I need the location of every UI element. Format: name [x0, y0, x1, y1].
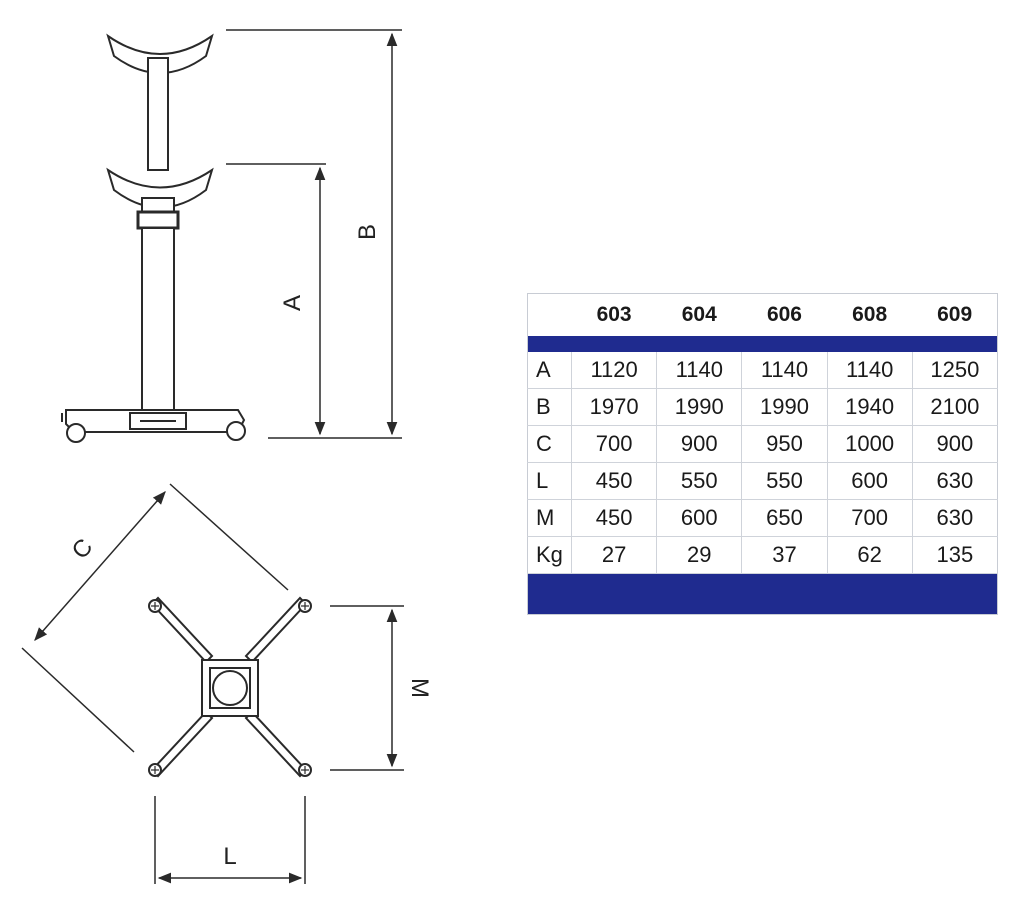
- dimension-b-label: B: [354, 224, 381, 240]
- table-cell: 900: [911, 425, 998, 463]
- column-header: 604: [681, 303, 717, 326]
- table-cell: 29: [656, 536, 742, 574]
- row-label: B: [527, 388, 572, 426]
- row-label: C: [527, 425, 572, 463]
- table-cell: 1990: [656, 388, 742, 426]
- dimension-m-label: M: [406, 678, 433, 698]
- dimension-m: [330, 605, 404, 771]
- dimension-a: [226, 163, 402, 439]
- table-cell: 630: [911, 499, 998, 537]
- table-header-row: 603 604 606 608 609: [528, 294, 998, 337]
- table-band-top: [527, 336, 998, 352]
- dimension-c-label: C: [67, 534, 99, 565]
- table-cell: 1140: [656, 352, 742, 389]
- leg-top-right: [244, 596, 308, 664]
- table-cell: 900: [656, 425, 742, 463]
- column-header: 603: [596, 303, 632, 326]
- wheel-left: [66, 423, 86, 443]
- leg-bottom-right: [244, 710, 308, 778]
- table-cell: 1000: [826, 425, 913, 463]
- table-row: L 450 550 550 600 630: [527, 462, 998, 500]
- collar-lock: [136, 210, 180, 230]
- spec-table: 603 604 606 608 609 A 1120 1140 1140 114…: [527, 293, 998, 615]
- row-label: L: [527, 462, 572, 500]
- table-cell: 450: [570, 462, 657, 500]
- table-cell: 37: [741, 536, 828, 574]
- table-cell: 1140: [826, 352, 913, 389]
- column-socket: [212, 670, 248, 706]
- table-cell: 600: [826, 462, 913, 500]
- table-cell: 450: [570, 499, 657, 537]
- table-cell: 1940: [826, 388, 913, 426]
- header-corner: [528, 294, 572, 337]
- lower-column: [141, 227, 175, 414]
- table-row: C 700 900 950 1000 900: [527, 425, 998, 463]
- table-cell: 550: [656, 462, 742, 500]
- lower-saddle: [106, 167, 214, 209]
- dimension-l-label: L: [223, 843, 236, 870]
- collar: [141, 197, 175, 213]
- table-cell: 950: [741, 425, 828, 463]
- row-label: M: [527, 499, 572, 537]
- table-cell: 1990: [741, 388, 828, 426]
- wheel-right: [226, 421, 246, 441]
- dimension-b: [226, 29, 402, 436]
- table-cell: 27: [570, 536, 657, 574]
- table-cell: 550: [741, 462, 828, 500]
- base-top-view: [148, 596, 312, 778]
- column-header: 609: [937, 303, 973, 326]
- stand-side-view: [61, 33, 246, 443]
- dimension-l: [154, 796, 306, 884]
- table-cell: 1970: [570, 388, 657, 426]
- table-row: Kg 27 29 37 62 135: [527, 536, 998, 574]
- table-cell: 2100: [911, 388, 998, 426]
- table-cell: 62: [826, 536, 913, 574]
- table-band-bottom: [527, 573, 998, 615]
- table-row: B 1970 1990 1990 1940 2100: [527, 388, 998, 426]
- table-cell: 1140: [741, 352, 828, 389]
- table-cell: 650: [741, 499, 828, 537]
- table-cell: 700: [570, 425, 657, 463]
- dimension-c: [21, 483, 289, 753]
- table-cell: 1120: [570, 352, 657, 389]
- row-label: Kg: [527, 536, 572, 574]
- row-label: A: [527, 352, 572, 389]
- column-header: 608: [852, 303, 888, 326]
- table-cell: 700: [826, 499, 913, 537]
- dimension-a-label: A: [279, 295, 306, 311]
- column-header: 606: [766, 303, 802, 326]
- table-cell: 1250: [911, 352, 998, 389]
- table-row: A 1120 1140 1140 1140 1250: [527, 352, 998, 389]
- table-cell: 600: [656, 499, 742, 537]
- top-saddle: [106, 33, 214, 74]
- table-row: M 450 600 650 700 630: [527, 499, 998, 537]
- table-cell: 135: [911, 536, 998, 574]
- table-cell: 630: [911, 462, 998, 500]
- upper-tube: [147, 57, 169, 171]
